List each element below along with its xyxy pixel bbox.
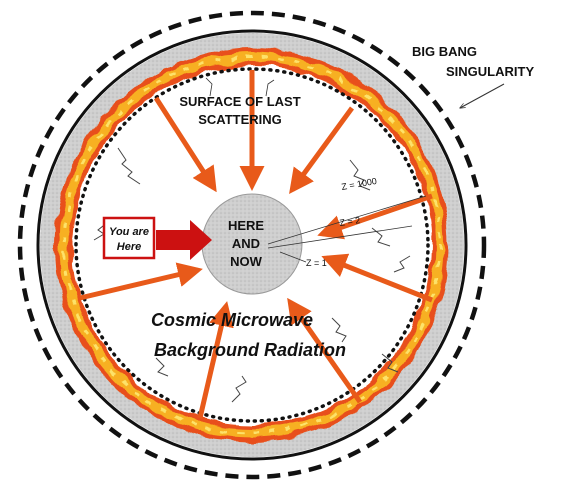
you-are-here-arrow — [156, 220, 212, 260]
surface-label-2: SCATTERING — [198, 112, 282, 127]
redshift-z-mid: Z = 2 — [339, 215, 361, 228]
radiation-arrows — [79, 70, 433, 419]
gray-band — [40, 33, 464, 457]
big-bang-label-1: BIG BANG — [412, 44, 477, 59]
surface-pointer-2 — [265, 79, 275, 97]
arrow-top-right — [289, 106, 355, 195]
you-are-here-label-2: Here — [117, 241, 141, 253]
cmb-label-2: Background Radiation — [154, 340, 346, 360]
solid-boundary-ring — [36, 29, 468, 461]
big-bang-pointer — [460, 83, 505, 108]
surface-label-1: SURFACE OF LAST — [179, 94, 300, 109]
dotted-ring — [74, 67, 430, 423]
arrow-bottom-right — [287, 297, 363, 404]
arrow-right-lower — [321, 253, 433, 303]
redshift-z1: Z = 1 — [306, 258, 327, 268]
big-bang-label-2: SINGULARITY — [446, 64, 534, 79]
you-are-here-label-1: You are — [109, 226, 149, 238]
center-label-1: HERE — [228, 218, 264, 233]
fire-ring — [55, 48, 449, 442]
redshift-lines — [267, 195, 427, 263]
arrow-bottom — [197, 301, 234, 419]
arrow-right-upper — [317, 193, 433, 240]
center-label-3: NOW — [230, 254, 263, 269]
big-bang-ring — [17, 10, 487, 480]
cmb-label-1: Cosmic Microwave — [151, 310, 313, 330]
surface-pointer-1 — [205, 77, 213, 97]
you-are-here-box — [102, 216, 156, 260]
arrow-left — [79, 262, 203, 301]
arrow-top-left — [153, 96, 217, 193]
center-label-2: AND — [232, 236, 260, 251]
